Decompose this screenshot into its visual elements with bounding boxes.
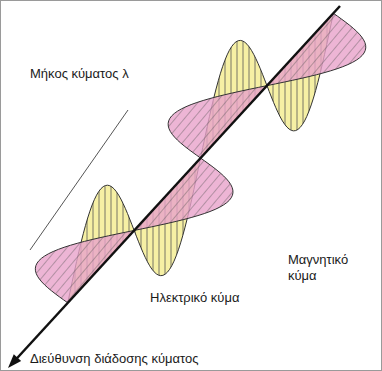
magnetic-wave-label: Μαγνητικό κύμα bbox=[288, 252, 368, 284]
wavelength-line bbox=[30, 110, 128, 250]
magnetic-lobe bbox=[168, 86, 267, 158]
wavelength-label: Μήκος κύματος λ bbox=[30, 66, 129, 82]
magnetic-lobe bbox=[134, 158, 233, 230]
propagation-axis bbox=[14, 6, 340, 362]
magnetic-lobe bbox=[35, 230, 134, 302]
electric-wave-label: Ηλεκτρικό κύμα bbox=[150, 290, 239, 306]
arrow-head bbox=[8, 354, 21, 368]
direction-label: Διεύθυνση διάδοσης κύματος bbox=[30, 351, 198, 367]
magnetic-lobe bbox=[267, 13, 366, 85]
